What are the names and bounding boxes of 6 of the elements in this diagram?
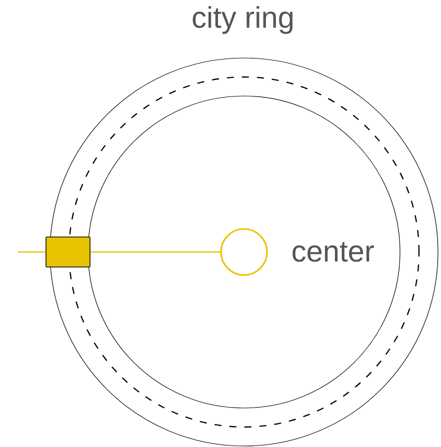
center-circle (220, 228, 268, 276)
connector-line (18, 251, 46, 253)
connector-line (90, 251, 220, 253)
title: city ring (192, 6, 293, 34)
car-box (46, 236, 90, 268)
center-label: center (292, 242, 374, 262)
